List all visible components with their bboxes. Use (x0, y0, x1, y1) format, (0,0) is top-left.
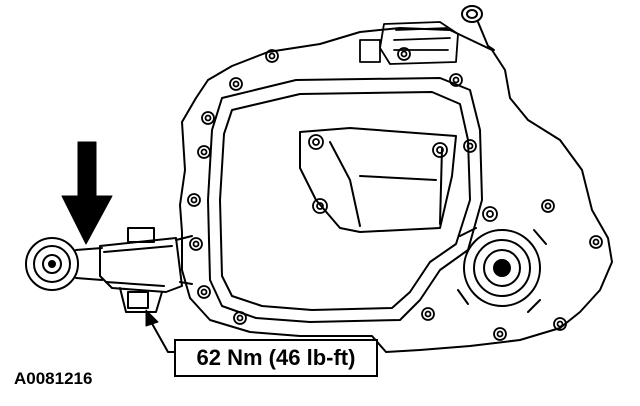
down-arrow-icon (61, 141, 113, 245)
center-bracket (299, 127, 457, 233)
mount-bushing (25, 237, 103, 291)
transmission-mount (99, 227, 193, 313)
figure-id-label: A0081216 (14, 369, 93, 388)
housing-bolts (187, 47, 603, 341)
center-bracket-rib (329, 141, 443, 227)
axle-output-seal (457, 227, 547, 313)
transmission-housing-outline (179, 27, 613, 353)
oil-pan-panel (207, 77, 483, 323)
dipstick (461, 5, 495, 51)
oil-pan-inner-line (219, 91, 471, 311)
torque-spec-callout: 62 Nm (46 lb-ft) (174, 339, 378, 377)
valve-body-connector (359, 21, 459, 65)
pointer-arrow-icon (145, 309, 177, 353)
